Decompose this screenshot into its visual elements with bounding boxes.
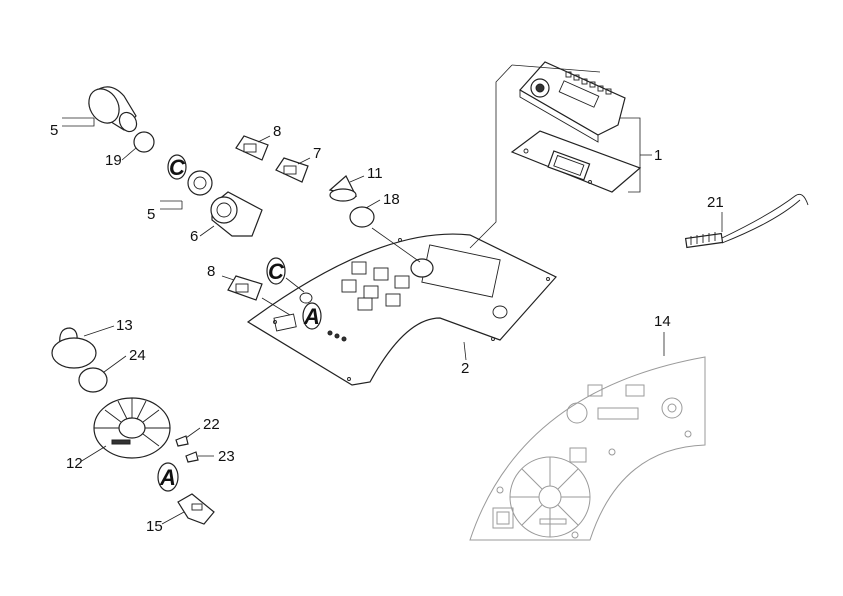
button-housing-6 bbox=[210, 191, 263, 237]
callout-11: 11 bbox=[367, 165, 383, 182]
callout-13: 13 bbox=[116, 317, 133, 334]
o-ring-18 bbox=[349, 206, 375, 228]
callout-8-top: 8 bbox=[273, 123, 281, 140]
cone-11 bbox=[328, 175, 358, 202]
letter-c-top: C bbox=[169, 155, 186, 180]
selector-base-15 bbox=[177, 493, 215, 525]
callout-12: 12 bbox=[66, 455, 83, 472]
joystick-knob-13 bbox=[51, 327, 97, 369]
callout-5-top: 5 bbox=[50, 122, 58, 139]
callout-19: 19 bbox=[105, 152, 122, 169]
callout-7: 7 bbox=[313, 145, 321, 162]
callout-15: 15 bbox=[146, 518, 163, 535]
callout-24: 24 bbox=[129, 347, 146, 364]
letter-a-panel: A bbox=[303, 304, 320, 329]
callout-5-bottom: 5 bbox=[147, 206, 155, 223]
callout-14: 14 bbox=[654, 313, 671, 330]
callout-1: 1 bbox=[654, 147, 662, 164]
nut-5 bbox=[187, 170, 213, 196]
o-ring-24 bbox=[78, 367, 108, 393]
rocker-switch-8-bottom bbox=[227, 275, 263, 301]
o-ring-19 bbox=[133, 131, 155, 153]
callout-8-bottom: 8 bbox=[207, 263, 215, 280]
letter-c-panel: C bbox=[268, 259, 285, 284]
callout-6: 6 bbox=[190, 228, 198, 245]
selector-dial-12 bbox=[93, 397, 171, 459]
callout-23: 23 bbox=[218, 448, 235, 465]
display-housing bbox=[519, 61, 626, 143]
letter-a-bottom: A bbox=[159, 465, 176, 490]
rocker-switch-7 bbox=[275, 157, 309, 183]
callout-21: 21 bbox=[707, 194, 724, 211]
callout-22: 22 bbox=[203, 416, 220, 433]
control-panel-plate bbox=[246, 233, 557, 386]
rocker-switch-8-top bbox=[235, 135, 269, 161]
callout-2: 2 bbox=[461, 360, 469, 377]
cable-harness bbox=[684, 193, 809, 249]
callout-18: 18 bbox=[383, 191, 400, 208]
emergency-button bbox=[88, 86, 138, 133]
display-circuit-board bbox=[510, 130, 642, 193]
decal-sheet bbox=[469, 356, 706, 541]
